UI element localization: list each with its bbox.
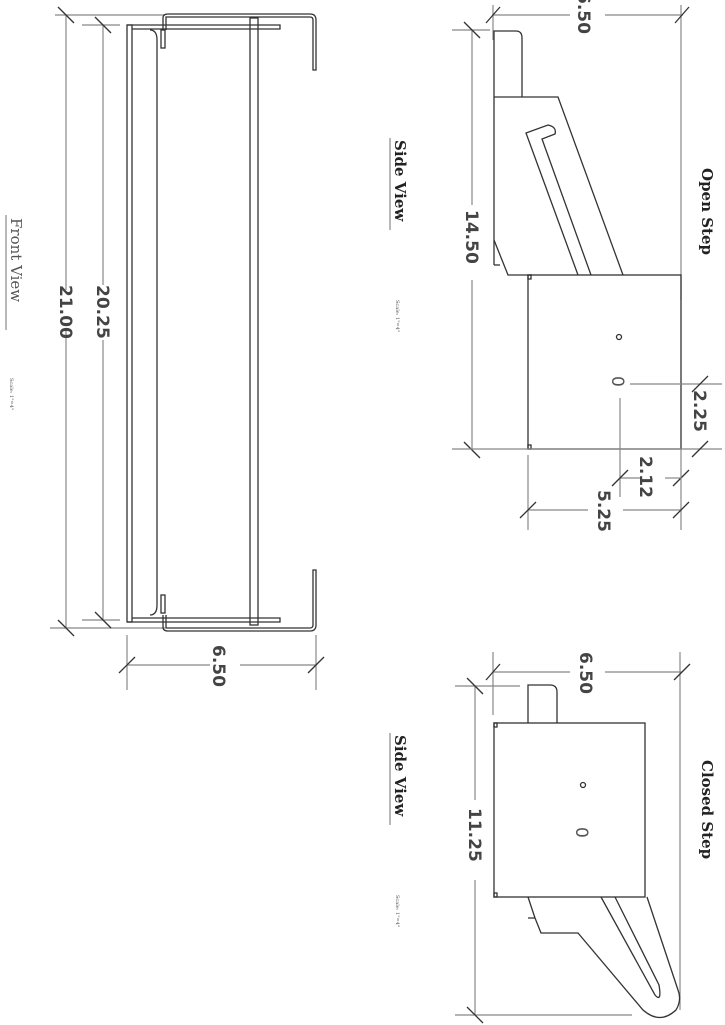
folded-arm bbox=[527, 896, 681, 1019]
dim-label-box-width: 5.25 bbox=[593, 490, 613, 532]
dim-label-21: 21.00 bbox=[55, 285, 75, 339]
inner-line bbox=[149, 29, 158, 616]
dim-tick bbox=[466, 677, 484, 695]
dim-tick bbox=[673, 663, 691, 681]
closed-step-scale: Scale: 1"=4" bbox=[394, 895, 400, 927]
dim-tick bbox=[485, 663, 501, 681]
dim-tick bbox=[691, 440, 709, 458]
closed-step-side-view: Closed Step Side View Scale: 1"=4" 6.50 … bbox=[389, 652, 716, 1024]
open-step-title: Open Step bbox=[698, 168, 716, 255]
hole-label: 0 bbox=[607, 376, 627, 387]
step-box bbox=[493, 722, 646, 898]
dim-tick bbox=[307, 656, 325, 674]
dim-tick bbox=[691, 375, 709, 393]
arm-base bbox=[493, 239, 532, 276]
dim-label-width: 6.50 bbox=[573, 0, 593, 34]
slot bbox=[525, 124, 592, 276]
dim-label-hole-offset: 2.12 bbox=[635, 456, 655, 498]
corner-mark bbox=[493, 722, 498, 728]
pivot-hole bbox=[579, 781, 587, 789]
open-step-side-view: Open Step Side View Scale: 1"=4" 6.50 14… bbox=[389, 0, 722, 532]
dim-tick bbox=[611, 469, 629, 487]
open-step-scale: Scale: 1"=4" bbox=[394, 300, 400, 332]
front-view-scale: Scale: 1"=4" bbox=[8, 378, 14, 410]
side-view-label: Side View bbox=[391, 140, 409, 222]
closed-step-title: Closed Step bbox=[698, 760, 716, 859]
dim-tick bbox=[463, 21, 481, 39]
bottom-rail bbox=[127, 617, 281, 623]
dim-tick bbox=[674, 6, 690, 24]
dim-tick bbox=[94, 611, 112, 629]
top-bracket bbox=[162, 13, 317, 71]
dim-label-height: 11.25 bbox=[464, 808, 484, 862]
back-plate bbox=[493, 30, 523, 265]
corner-mark bbox=[527, 274, 532, 280]
pivot-hole bbox=[615, 333, 623, 341]
frame-rail bbox=[126, 24, 133, 623]
step-arm bbox=[494, 96, 624, 276]
step-box bbox=[527, 274, 682, 450]
hinge-top bbox=[160, 29, 166, 49]
dim-label-20-25: 20.25 bbox=[92, 285, 112, 339]
dim-tick bbox=[118, 656, 136, 674]
dim-label-height: 14.50 bbox=[461, 210, 481, 264]
dim-label-width: 6.50 bbox=[575, 652, 595, 694]
front-view: 21.00 20.25 6.50 Front View Scale: 1"=4" bbox=[5, 6, 325, 690]
dim-tick bbox=[672, 501, 690, 519]
dim-label-hole-height: 2.25 bbox=[689, 390, 709, 432]
front-view-title: Front View bbox=[7, 218, 25, 302]
hinge-bottom bbox=[160, 594, 166, 614]
dim-tick bbox=[485, 6, 501, 24]
dim-tick bbox=[519, 501, 537, 519]
dim-tick bbox=[57, 6, 75, 24]
corner-mark bbox=[493, 892, 498, 898]
dim-tick bbox=[57, 619, 75, 637]
hole-label: 0 bbox=[571, 827, 591, 838]
side-view-label: Side View bbox=[391, 735, 409, 817]
dim-label-6-50: 6.50 bbox=[208, 645, 228, 687]
dim-tick bbox=[466, 1006, 484, 1024]
slot bbox=[600, 896, 661, 999]
top-tab bbox=[527, 684, 558, 723]
cross-member bbox=[249, 17, 259, 626]
dim-tick bbox=[94, 16, 112, 34]
top-rail bbox=[127, 24, 281, 30]
dim-tick bbox=[463, 441, 481, 459]
bottom-bracket bbox=[162, 569, 317, 632]
